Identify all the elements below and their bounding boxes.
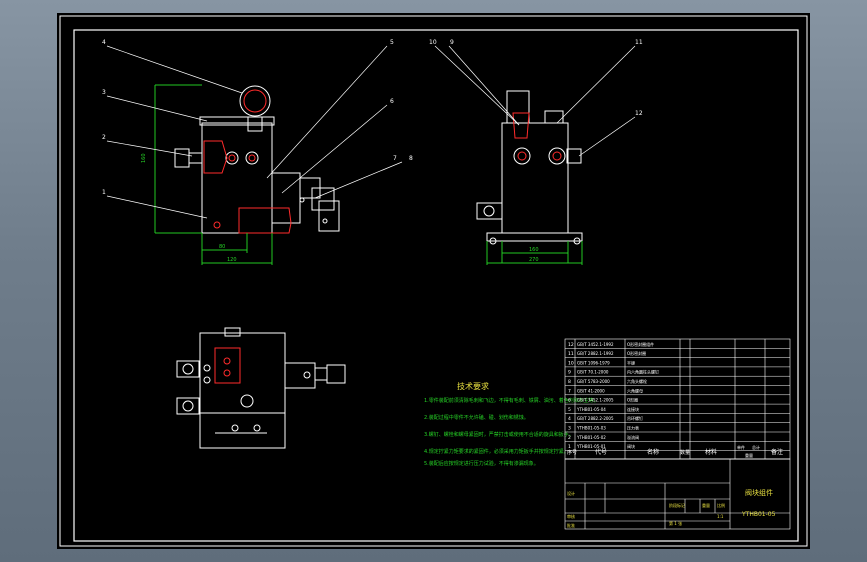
technical-requirements: 技术要求 1.零件装配前须清除毛刺和飞边，不得有毛刺、铁屑、油污、着色剂和灰尘等… bbox=[424, 381, 599, 467]
approver-label: 批准 bbox=[567, 522, 575, 528]
front-leaders bbox=[106, 45, 403, 219]
drawing-number: YTHB01-05 bbox=[741, 511, 776, 518]
bom-header-unit: 单件 bbox=[737, 444, 745, 450]
dim-front-height: 160 bbox=[141, 153, 147, 163]
bom-cell: 12 bbox=[568, 342, 574, 348]
outer-frame bbox=[59, 15, 808, 547]
tech-req-item-1: 1.零件装配前须清除毛刺和飞边，不得有毛刺、铁屑、油污、着色剂和灰尘等。 bbox=[424, 397, 599, 404]
front-view bbox=[154, 84, 340, 265]
cad-drawing-canvas: 160 80 120 4 5 3 6 2 7 8 1 bbox=[59, 15, 808, 547]
bom-cell: 6 bbox=[568, 398, 571, 404]
bom-cell: GB/T 2882.2-2005 bbox=[577, 416, 614, 421]
bom-cell: 7 bbox=[568, 388, 571, 394]
bom-cell: 10 bbox=[568, 360, 574, 366]
balloon-3: 3 bbox=[102, 89, 106, 96]
bom-cell: YTHB01-05-03 bbox=[576, 426, 606, 431]
tech-req-item-2: 2.装配过程中零件不允许磕、碰、划伤和锈蚀。 bbox=[424, 414, 529, 421]
bom-cell: O形密封圈组件 bbox=[627, 341, 654, 347]
bom-cell: GB/T 70.1-2000 bbox=[577, 370, 609, 375]
balloon-11: 11 bbox=[635, 39, 643, 46]
bom-header-remarks: 备注 bbox=[771, 448, 783, 456]
bom-cell: 1 bbox=[568, 444, 571, 450]
bom-header-material: 材料 bbox=[705, 448, 717, 456]
bom-header-seq: 序号 bbox=[567, 449, 577, 456]
bom-cell: 连接块 bbox=[627, 406, 639, 412]
title-block bbox=[564, 458, 791, 530]
bom-header-name: 名称 bbox=[647, 448, 659, 456]
bom-cell: GB/T 3452.1-2005 bbox=[577, 398, 614, 403]
bom-cell: 4 bbox=[568, 416, 571, 422]
balloon-1: 1 bbox=[102, 189, 106, 196]
bom-cell: 内六角圆柱头螺钉 bbox=[627, 369, 659, 375]
weight-label: 重量 bbox=[702, 502, 710, 508]
bom-cell: 压力表 bbox=[627, 425, 639, 431]
tech-req-item-3: 3.螺钉、螺栓和螺母紧固时，严禁打击或使用不合适的旋具和扳手。 bbox=[424, 431, 574, 438]
top-view bbox=[176, 327, 346, 449]
drawing-name: 阀块组件 bbox=[745, 488, 773, 497]
designer-label: 设计 bbox=[567, 490, 575, 496]
bom-header-total: 总计 bbox=[752, 444, 760, 450]
bom-cell: 吊环螺钉 bbox=[627, 415, 643, 421]
balloon-7: 7 bbox=[393, 155, 397, 162]
dim-front-inner-width: 80 bbox=[219, 244, 225, 250]
side-leaders bbox=[434, 45, 636, 157]
bom-cell: YTHB01-05-04 bbox=[576, 407, 606, 412]
bom-cell: 溢流阀 bbox=[627, 434, 639, 440]
front-valve-block bbox=[201, 122, 273, 234]
balloon-8: 8 bbox=[409, 155, 413, 162]
scale-value: 1:1 bbox=[717, 514, 724, 519]
tech-req-item-4: 4.规定拧紧力矩要求的紧固件，必须采用力矩扳手并按规定拧紧。 bbox=[424, 448, 569, 455]
dim-side-inner-width: 160 bbox=[529, 247, 539, 253]
bom-cell: 5 bbox=[568, 407, 571, 413]
bom-cell: 阀块 bbox=[627, 443, 635, 449]
bom-cell: GB/T 41-2000 bbox=[577, 388, 605, 393]
bom-cell: 平键 bbox=[627, 359, 635, 365]
bom-header-code: 代号 bbox=[595, 448, 607, 456]
dim-side-width: 270 bbox=[529, 257, 539, 263]
sheet-number: 第 1 张 bbox=[669, 520, 682, 526]
bom-header-qty: 数量 bbox=[680, 449, 690, 456]
bom-cell: GB/T 3452.1-1992 bbox=[577, 342, 614, 347]
bom-cell: GB/T 5783-2000 bbox=[577, 379, 610, 384]
bom-cell: O形圈 bbox=[627, 397, 638, 403]
bom-header-weight: 重量 bbox=[745, 452, 753, 458]
dim-front-width: 120 bbox=[227, 257, 237, 263]
tech-req-title: 技术要求 bbox=[457, 381, 489, 391]
balloon-6: 6 bbox=[390, 98, 394, 105]
ratio-label: 比例 bbox=[717, 502, 725, 508]
bom-cell: 3 bbox=[568, 426, 571, 432]
bom-cell: GB/T 1096-1979 bbox=[577, 360, 610, 365]
bom-cell: 六角头螺栓 bbox=[627, 378, 647, 384]
inner-frame bbox=[73, 29, 799, 542]
balloon-5: 5 bbox=[390, 39, 394, 46]
bom-cell: 2 bbox=[568, 435, 571, 441]
bom-cell: 8 bbox=[568, 379, 571, 385]
tech-req-item-5: 5.装配后应按规定进行压力试验，不得有渗漏现象。 bbox=[424, 460, 539, 467]
stage-mark: 阶段标记 bbox=[669, 502, 685, 508]
bom-cell: O形密封圈 bbox=[627, 350, 646, 356]
side-view bbox=[476, 90, 583, 265]
bom-cell: 六角螺母 bbox=[627, 387, 643, 393]
balloon-10: 10 bbox=[429, 39, 437, 46]
drawing-sheet: 160 80 120 4 5 3 6 2 7 8 1 bbox=[57, 13, 810, 549]
bom-cell: 9 bbox=[568, 370, 571, 376]
bom-cell: 11 bbox=[568, 351, 574, 357]
bom-cell: GB/T 2882.1-1992 bbox=[577, 351, 614, 356]
balloon-9: 9 bbox=[450, 39, 454, 46]
bom-cell: YTHB01-05-02 bbox=[576, 435, 606, 440]
bom-cell: YTHB01-05-01 bbox=[576, 444, 606, 449]
balloon-4: 4 bbox=[102, 39, 106, 46]
balloon-12: 12 bbox=[635, 110, 643, 117]
balloon-2: 2 bbox=[102, 134, 106, 141]
checker-label: 审核 bbox=[567, 513, 575, 519]
